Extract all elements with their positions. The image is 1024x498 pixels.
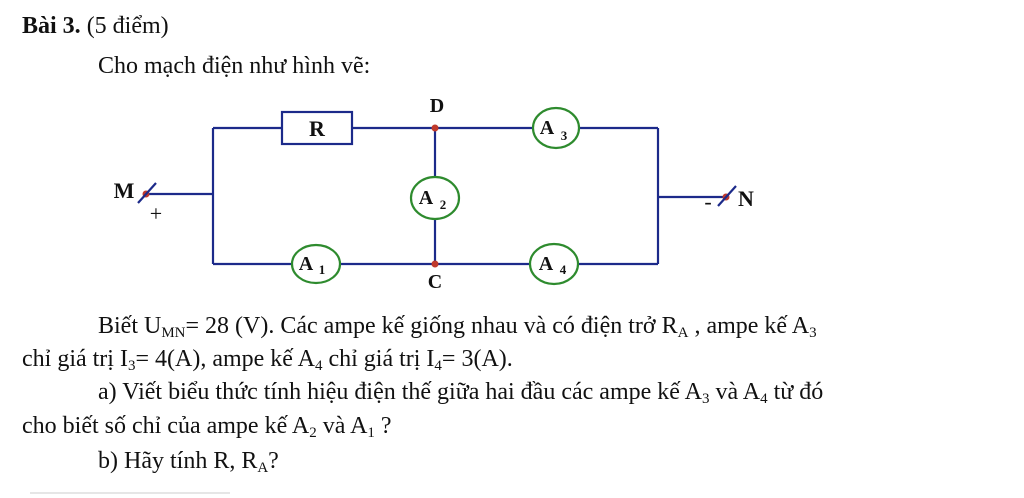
node-c-dot — [431, 260, 439, 268]
qa-2b: và A — [322, 413, 368, 439]
circuit-wires — [146, 126, 726, 266]
ammeter-a4-ring — [528, 242, 580, 286]
terminal-m-mark — [137, 182, 157, 204]
given-line-1: Biết UMN= 28 (V). Các ampe kế giống nhau… — [98, 312, 817, 341]
resistor-label: R — [309, 116, 326, 141]
qa-1b: và A — [715, 379, 761, 405]
ammeter-a3-ring — [531, 106, 581, 150]
question-a-line-2: cho biết số chỉ của ampe kế A2 và A1 ? — [22, 412, 392, 441]
ammeter-a3-letter: A — [540, 117, 555, 139]
qa-2c: ? — [380, 413, 392, 439]
qb-a-sub: A — [257, 460, 269, 476]
ammeter-a1: A 1 — [290, 243, 342, 285]
plus-sign: + — [150, 201, 162, 226]
given-1c-sub: 3 — [809, 325, 817, 341]
given-1c: , ampe kế A — [694, 313, 810, 339]
given-line-2: chỉ giá trị I3= 4(A), ampe kế A4 chỉ giá… — [22, 345, 513, 374]
qa-2b-sub: 1 — [367, 425, 375, 441]
terminal-n-mark — [717, 185, 737, 207]
given-2a: chỉ giá trị I — [22, 346, 128, 372]
resistor-box — [280, 110, 354, 146]
question-a-line-1: a) Viết biểu thức tính hiệu điện thế giữ… — [98, 378, 824, 407]
question-b-line: b) Hãy tính R, RA? — [98, 447, 279, 476]
given-2a-sub: 3 — [127, 358, 136, 374]
ammeter-a2-letter: A — [419, 187, 434, 209]
qa-1a-sub: 3 — [701, 391, 710, 407]
ammeter-a2: A 2 — [409, 175, 461, 221]
given-2d: = 3(A). — [441, 346, 513, 372]
qb-a: b) Hãy tính R, R — [98, 448, 258, 474]
qa-2a: cho biết số chỉ của ampe kế A — [22, 413, 310, 439]
qa-2a-sub: 2 — [309, 425, 317, 441]
circuit-diagram: R A 1 A 2 A 3 A 4 D C M N + - — [114, 95, 754, 293]
problem-points: (5 điểm) — [86, 13, 169, 39]
node-d-dot — [431, 124, 439, 132]
given-1a: Biết U — [98, 313, 162, 339]
ammeter-a1-letter: A — [299, 253, 314, 275]
problem-label: Bài 3. (5 điểm) — [22, 12, 169, 40]
minus-sign: - — [704, 189, 711, 214]
intro-text: Cho mạch điện như hình vẽ: — [98, 53, 371, 79]
given-1b-sub: A — [677, 325, 689, 341]
qa-1c: từ đó — [773, 379, 824, 405]
ammeter-a2-sub: 2 — [440, 197, 447, 212]
ammeter-a4-letter: A — [539, 253, 554, 275]
given-2c-sub: 4 — [434, 358, 442, 374]
node-n-label: N — [738, 186, 754, 211]
given-2c: chỉ giá trị I — [328, 346, 435, 372]
node-d-label: D — [430, 95, 444, 117]
ammeter-a2-ring — [409, 175, 461, 221]
given-2b: = 4(A), ampe kế A — [135, 346, 315, 372]
qa-1b-sub: 4 — [760, 391, 768, 407]
ammeter-a3-sub: 3 — [561, 128, 568, 143]
given-2b-sub: 4 — [314, 358, 323, 374]
ammeter-a1-sub: 1 — [319, 262, 326, 277]
qb-b: ? — [268, 448, 279, 474]
node-m-label: M — [114, 178, 135, 203]
bottom-divider — [30, 492, 230, 494]
ammeter-a1-ring — [290, 243, 342, 285]
qa-1a: a) Viết biểu thức tính hiệu điện thế giữ… — [98, 379, 702, 405]
given-1b: = 28 (V). Các ampe kế giống nhau và có đ… — [185, 313, 678, 339]
given-1a-sub: MN — [161, 325, 186, 341]
ammeter-a4-sub: 4 — [560, 262, 567, 277]
problem-number: Bài 3. — [22, 13, 81, 39]
ammeter-a3: A 3 — [531, 106, 581, 150]
node-c-label: C — [428, 271, 442, 293]
ammeter-a4: A 4 — [528, 242, 580, 286]
